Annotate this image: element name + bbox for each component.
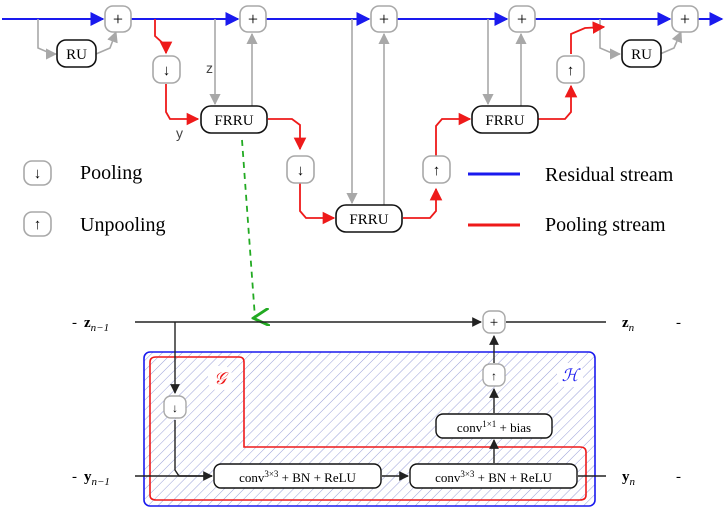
conv3x3-block-2: conv3×3 + BN + ReLU — [409, 463, 578, 489]
legend-residual: Residual stream — [468, 164, 674, 186]
region-h-badge: ℋ — [557, 363, 583, 387]
svg-text:zn: zn — [622, 315, 635, 334]
plus-node: + — [671, 5, 699, 33]
svg-text:Residual stream: Residual stream — [545, 164, 674, 186]
plus-node: + — [508, 5, 536, 33]
detail-connections — [135, 317, 606, 481]
svg-text:RU: RU — [66, 47, 87, 63]
svg-text:-: - — [676, 469, 681, 485]
svg-text:↓: ↓ — [163, 62, 171, 79]
svg-text:+: + — [680, 9, 690, 29]
svg-text:+: + — [490, 315, 498, 331]
svg-text:conv3×3 + BN + ReLU: conv3×3 + BN + ReLU — [435, 469, 552, 485]
unpooling-node: ↑ — [422, 155, 451, 184]
svg-text:FRRU: FRRU — [485, 113, 524, 129]
svg-text:FRRU: FRRU — [214, 113, 253, 129]
svg-text:FRRU: FRRU — [349, 212, 388, 228]
top-network: + + + + + RU RU ↓ — [2, 5, 724, 318]
z-prev-label: - zn−1 — [72, 315, 109, 334]
svg-text:+: + — [379, 9, 389, 29]
svg-text:↑: ↑ — [433, 162, 441, 179]
svg-text:-: - — [72, 315, 77, 331]
y-input-label: y — [176, 125, 183, 141]
plus-node: + — [239, 5, 267, 33]
detail-plus-node: + — [482, 310, 506, 334]
z-input-label: z — [206, 60, 213, 76]
svg-text:zn−1: zn−1 — [84, 315, 109, 334]
svg-text:yn: yn — [622, 469, 636, 488]
conv3x3-block-1: conv3×3 + BN + ReLU — [213, 463, 382, 489]
frru-block: FRRU — [200, 105, 268, 134]
svg-text:+: + — [113, 9, 123, 29]
pooling-stream-line — [154, 19, 606, 225]
svg-text:↑: ↑ — [567, 62, 575, 79]
svg-text:conv1×1 + bias: conv1×1 + bias — [457, 419, 531, 435]
detail-unpooling-node: ↑ — [482, 363, 506, 387]
svg-text:↑: ↑ — [491, 369, 497, 383]
svg-text:+: + — [517, 9, 527, 29]
zoom-arrow — [241, 139, 255, 318]
unpooling-icon — [23, 211, 52, 237]
y-prev-label: - yn−1 — [72, 469, 110, 488]
frru-block: FRRU — [471, 105, 539, 134]
svg-text:Pooling stream: Pooling stream — [545, 214, 666, 236]
region-g-badge: 𝒢 — [208, 366, 232, 390]
svg-text:-: - — [676, 315, 681, 331]
svg-text:-: - — [72, 469, 77, 485]
svg-text:𝒢: 𝒢 — [214, 369, 229, 388]
z-next-label: zn - — [622, 315, 681, 334]
ru-block: RU — [621, 39, 662, 68]
detail-pooling-node: ↓ — [163, 395, 187, 419]
gray-connections — [37, 19, 683, 205]
frru-block: FRRU — [335, 204, 403, 233]
legend-pooling-stream: Pooling stream — [468, 214, 666, 236]
svg-text:↓: ↓ — [172, 401, 178, 415]
svg-text:yn−1: yn−1 — [84, 469, 110, 488]
pooling-icon — [23, 160, 52, 186]
svg-text:Unpooling: Unpooling — [80, 214, 166, 236]
svg-text:↑: ↑ — [34, 216, 42, 233]
conv1x1-block: conv1×1 + bias — [435, 413, 553, 439]
svg-text:RU: RU — [631, 47, 652, 63]
svg-text:conv3×3 + BN + ReLU: conv3×3 + BN + ReLU — [239, 469, 356, 485]
frru-detail: 𝒢 ℋ + ↓ ↑ — [72, 310, 681, 507]
plus-node: + — [370, 5, 398, 33]
ru-block: RU — [56, 39, 97, 68]
region-g — [149, 356, 587, 501]
pooling-node: ↓ — [286, 155, 315, 184]
svg-text:↓: ↓ — [34, 165, 42, 182]
y-next-label: yn - — [622, 469, 681, 488]
legend-pooling: ↓ Pooling — [23, 160, 142, 186]
svg-text:+: + — [248, 9, 258, 29]
legend-unpooling: ↑ Unpooling — [23, 211, 166, 237]
legend: ↓ Pooling ↑ Unpooling Residual stream Po… — [23, 160, 674, 237]
svg-text:↓: ↓ — [297, 162, 305, 179]
svg-text:Pooling: Pooling — [80, 162, 142, 184]
unpooling-node: ↑ — [556, 55, 585, 84]
svg-text:ℋ: ℋ — [562, 366, 582, 385]
plus-node: + — [104, 5, 132, 33]
pooling-node: ↓ — [152, 55, 181, 84]
